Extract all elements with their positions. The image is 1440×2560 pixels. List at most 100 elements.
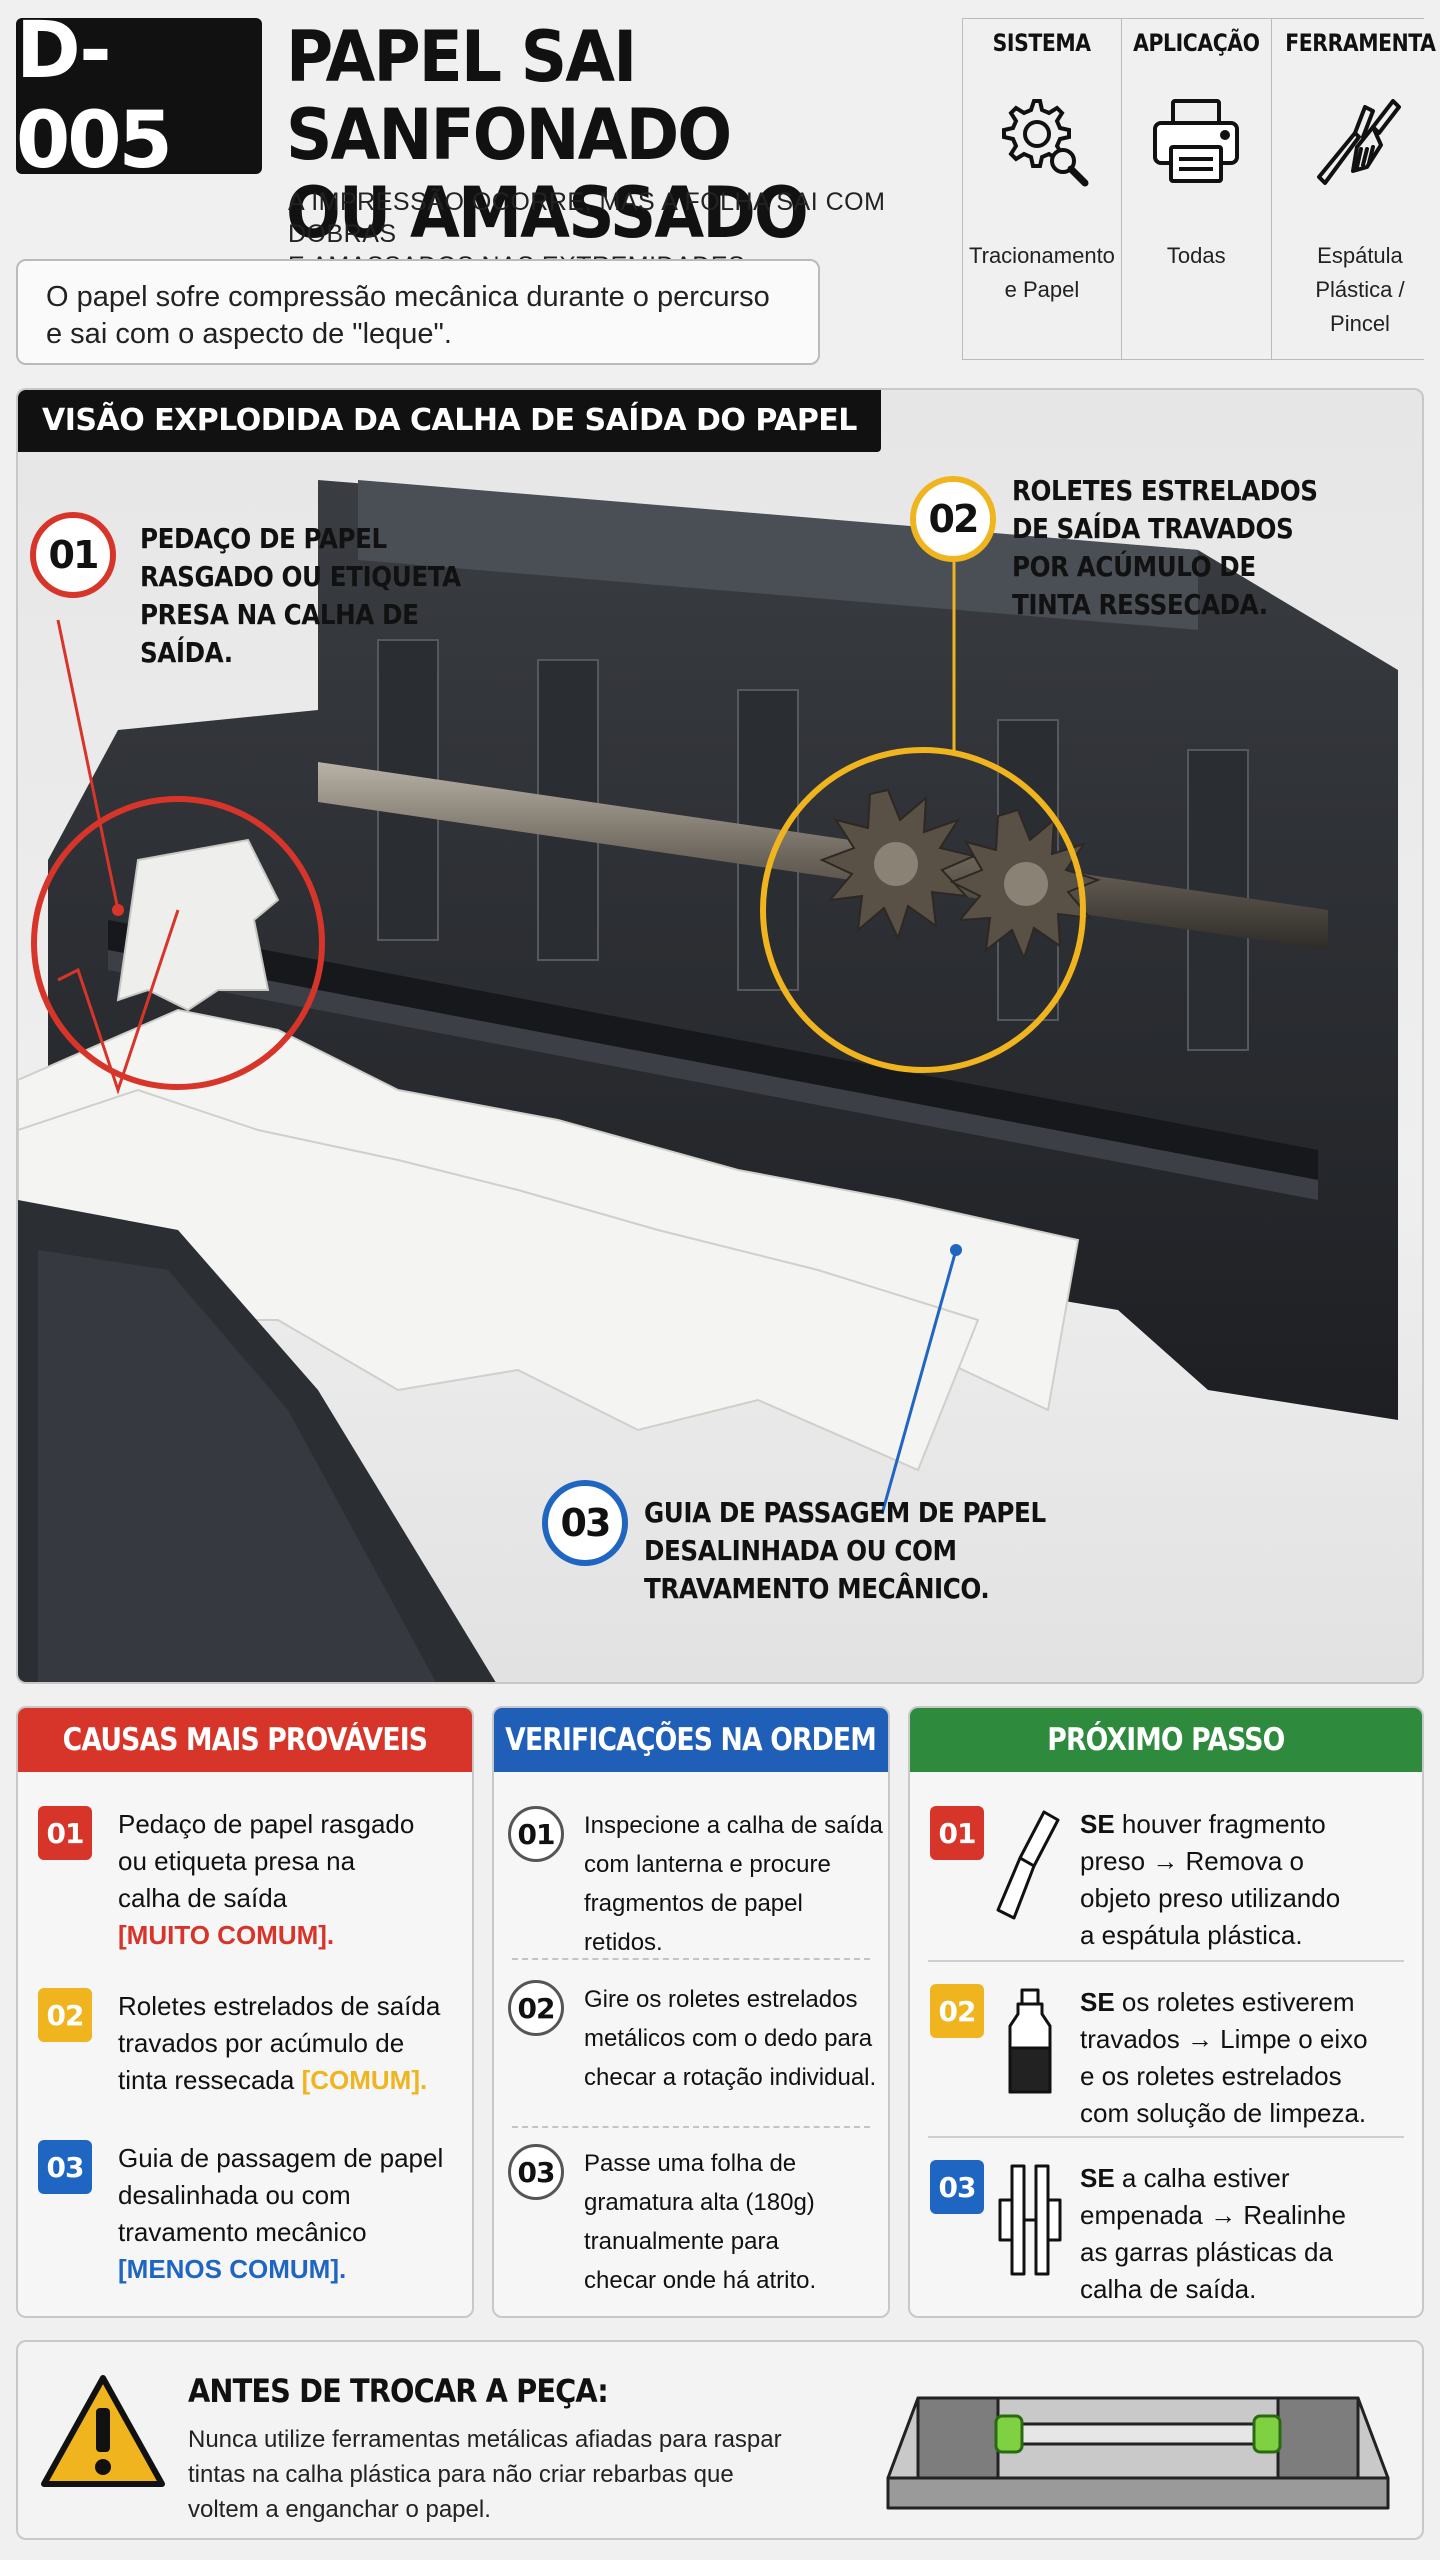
cause-number: 03 xyxy=(38,2140,92,2194)
callout-03-line-2: DESALINHADA OU COM xyxy=(644,1534,957,1567)
warning-icon xyxy=(41,2375,165,2487)
meta-system-value-2: e Papel xyxy=(1004,277,1080,302)
checks-panel: VERIFICAÇÕES NA ORDEM 01 Inspecione a ca… xyxy=(492,1706,890,2318)
checks-panel-title: VERIFICAÇÕES NA ORDEM xyxy=(505,1722,878,1758)
callout-03-line-3: TRAVAMENTO MECÂNICO. xyxy=(644,1572,990,1605)
check-item-01: 01 Inspecione a calha de saída com lante… xyxy=(494,1806,888,1962)
meta-application: APLICAÇÃO Todas xyxy=(1120,19,1271,359)
callout-03-badge: 03 xyxy=(542,1480,628,1566)
check-02-line-2: metálicos com o dedo para xyxy=(584,2025,873,2052)
meta-tool-heading: FERRAMENTA xyxy=(1284,29,1436,57)
error-code-badge: D-005 xyxy=(16,6,262,186)
next-step-item-03: 03 SE a calha estiver empenada → Realinh… xyxy=(910,2160,1422,2308)
callout-02-text: ROLETES ESTRELADOS DE SAÍDA TRAVADOS POR… xyxy=(1012,472,1346,624)
cause-02-line-3: tinta ressecada xyxy=(118,2065,295,2095)
cause-number: 01 xyxy=(38,1806,92,1860)
callout-02-line-4: TINTA RESSECADA. xyxy=(1012,588,1268,621)
callout-02-badge: 02 xyxy=(910,476,996,562)
step-01-condition-keyword: SE xyxy=(1080,1809,1115,1839)
check-01-line-3: fragmentos de papel retidos. xyxy=(584,1890,803,1956)
check-item-03: 03 Passe uma folha de gramatura alta (18… xyxy=(494,2144,888,2300)
next-step-panel-header: PRÓXIMO PASSO xyxy=(910,1708,1422,1772)
step-03-condition-keyword: SE xyxy=(1080,2163,1115,2193)
callout-02-line-1: ROLETES ESTRELADOS xyxy=(1012,474,1318,507)
meta-system: SISTEMA Tracionamento e Papel xyxy=(962,19,1121,359)
meta-tool-value-2: Pincel xyxy=(1330,311,1390,336)
cause-03-line-2: desalinhada ou com xyxy=(118,2180,351,2210)
divider xyxy=(512,1958,870,1960)
check-03-line-1: Passe uma folha de xyxy=(584,2150,797,2177)
warning-panel: ANTES DE TROCAR A PEÇA: Nunca utilize fe… xyxy=(16,2340,1424,2540)
callout-03-line-1: GUIA DE PASSAGEM DE PAPEL xyxy=(644,1496,1046,1529)
cause-01-line-3: calha de saída xyxy=(118,1883,288,1913)
meta-application-heading: APLICAÇÃO xyxy=(1133,29,1260,57)
exploded-view-tag: VISÃO EXPLODIDA DA CALHA DE SAÍDA DO PAP… xyxy=(18,390,881,452)
note-line-2: e sai com o aspecto de "leque". xyxy=(46,318,452,350)
divider xyxy=(928,1960,1404,1962)
title-line-1: PAPEL SAI SANFONADO xyxy=(286,16,732,176)
step-number: 01 xyxy=(930,1806,984,1860)
causes-panel: CAUSAS MAIS PROVÁVEIS 01 Pedaço de papel… xyxy=(16,1706,474,2318)
step-01-line-3: objeto preso utilizando xyxy=(1080,1883,1341,1913)
step-02-condition-keyword: SE xyxy=(1080,1987,1115,2017)
callout-01-badge: 01 xyxy=(30,512,116,598)
output-tray-part-illustration xyxy=(886,2396,1390,2510)
callout-01-line-1: PEDAÇO DE PAPEL xyxy=(140,522,387,555)
check-03-line-3: tranualmente para xyxy=(584,2228,779,2255)
warning-body: Nunca utilize ferramentas metálicas afia… xyxy=(188,2422,828,2527)
cause-02-line-1: Roletes estrelados de saída xyxy=(118,1991,441,2021)
next-step-item-01: 01 SE houver fragmento preso → Remova o … xyxy=(910,1806,1422,1954)
subtitle-line-1: A IMPRESSÃO OCORRE, MAS A FOLHA SAI COM … xyxy=(288,188,886,248)
cause-01-line-2: ou etiqueta presa na xyxy=(118,1846,356,1876)
cause-02-line-2: travados por acúmulo de xyxy=(118,2028,405,2058)
warning-title: ANTES DE TROCAR A PEÇA: xyxy=(188,2372,609,2410)
spatula-brush-icon xyxy=(1316,99,1401,185)
step-01-line-2: preso → Remova o xyxy=(1080,1846,1304,1876)
cause-03-line-3: travamento mecânico xyxy=(118,2217,367,2247)
cause-number: 02 xyxy=(38,1988,92,2042)
gear-magnifier-icon xyxy=(1001,99,1089,187)
warning-line-2: tintas na calha plástica para não criar … xyxy=(188,2461,734,2488)
check-number: 03 xyxy=(508,2144,564,2200)
meta-system-value-1: Tracionamento xyxy=(969,243,1115,268)
step-03-line-2: empenada → Realinhe xyxy=(1080,2200,1346,2230)
step-03-line-3: as garras plásticas da xyxy=(1080,2237,1333,2267)
divider xyxy=(928,2136,1404,2138)
step-03-line-4: calha de saída. xyxy=(1080,2274,1257,2304)
next-step-item-02: 02 SE os roletes estiverem travados → Li… xyxy=(910,1984,1422,2132)
callout-02-line-3: POR ACÚMULO DE xyxy=(1012,550,1256,583)
meta-tool: FERRAMENTA Espátula Plástica / Pincel xyxy=(1270,19,1440,359)
cause-03-line-1: Guia de passagem de papel xyxy=(118,2143,444,2173)
step-number: 02 xyxy=(930,1984,984,2038)
cause-01-frequency-tag: [MUITO COMUM]. xyxy=(118,1920,335,1950)
title-line-2: OU AMASSADO xyxy=(286,172,809,254)
warning-line-3: voltem a enganchar o papel. xyxy=(188,2496,491,2523)
plastic-clip-icon xyxy=(998,2164,1062,2276)
check-02-line-3: checar a rotação individual. xyxy=(584,2064,877,2091)
printer-output-tray-illustration xyxy=(18,480,1398,1682)
causes-panel-header: CAUSAS MAIS PROVÁVEIS xyxy=(18,1708,472,1772)
exploded-view-panel: VISÃO EXPLODIDA DA CALHA DE SAÍDA DO PAP… xyxy=(16,388,1424,1684)
check-number: 02 xyxy=(508,1980,564,2036)
callout-01-text: PEDAÇO DE PAPEL RASGADO OU ETIQUETA PRES… xyxy=(140,520,510,672)
step-03-line-1: a calha estiver xyxy=(1114,2163,1290,2193)
callout-01-line-2: RASGADO OU ETIQUETA xyxy=(140,560,461,593)
cause-03-frequency-tag: [MENOS COMUM]. xyxy=(118,2254,347,2284)
step-02-line-3: e os roletes estrelados xyxy=(1080,2061,1342,2091)
printer-icon xyxy=(1153,99,1240,183)
step-01-line-1: houver fragmento xyxy=(1114,1809,1326,1839)
note-line-1: O papel sofre compressão mecânica durant… xyxy=(46,281,770,313)
cleaning-bottle-icon xyxy=(1008,1988,1052,2094)
callout-03-text: GUIA DE PASSAGEM DE PAPEL DESALINHADA OU… xyxy=(644,1494,1066,1608)
step-01-line-4: a espátula plástica. xyxy=(1080,1920,1303,1950)
page-title: PAPEL SAI SANFONADO OU AMASSADO xyxy=(286,18,912,252)
check-item-02: 02 Gire os roletes estrelados metálicos … xyxy=(494,1980,888,2097)
spatula-icon xyxy=(996,1810,1060,1920)
step-02-line-2: travados → Limpe o eixo xyxy=(1080,2024,1368,2054)
callout-02-line-2: DE SAÍDA TRAVADOS xyxy=(1012,512,1294,545)
causes-panel-title: CAUSAS MAIS PROVÁVEIS xyxy=(62,1722,428,1758)
step-number: 03 xyxy=(930,2160,984,2214)
callout-01-line-3: PRESA NA CALHA DE SAÍDA. xyxy=(140,598,419,669)
meta-table: SISTEMA Tracionamento e Papel APLICAÇÃO xyxy=(962,18,1436,360)
check-01-line-1: Inspecione a calha de saída xyxy=(584,1812,883,1839)
